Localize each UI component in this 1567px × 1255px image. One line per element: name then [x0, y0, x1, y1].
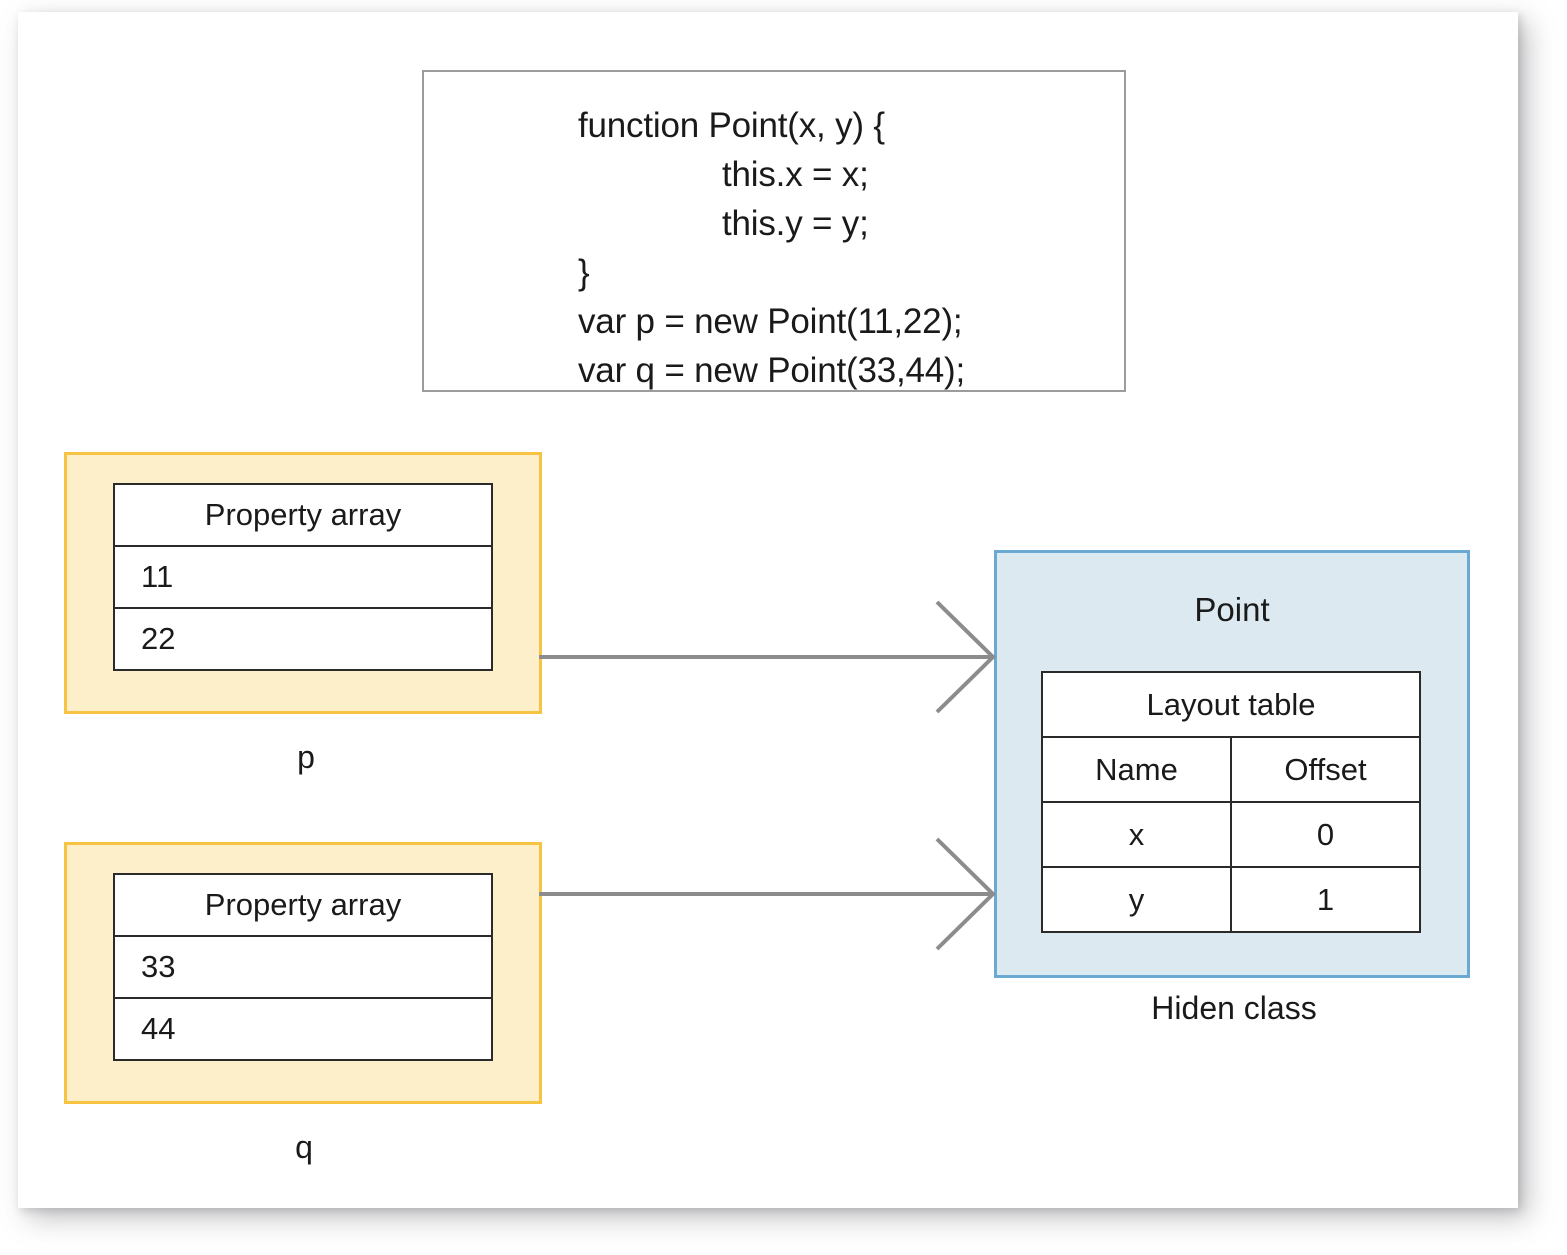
table-row: 33	[113, 935, 493, 999]
hidden-class-box: Point Layout table Name Offset x 0 y 1	[994, 550, 1470, 978]
diagram-canvas: function Point(x, y) { this.x = x; this.…	[18, 12, 1518, 1208]
table-row: Layout table	[1041, 671, 1421, 738]
layout-row-1-offset: 1	[1230, 866, 1421, 933]
object-caption-q: q	[295, 1129, 313, 1165]
property-array-header-q: Property array	[113, 873, 493, 937]
table-row: Property array	[113, 873, 493, 937]
code-line-1: function Point(x, y) {	[578, 106, 885, 145]
property-array-value-1-q: 44	[113, 997, 493, 1061]
code-line-2: this.x = x;	[722, 155, 869, 194]
code-line-6: var q = new Point(33,44);	[578, 351, 966, 390]
code-line-5: var p = new Point(11,22);	[578, 302, 963, 341]
table-row: 11	[113, 545, 493, 609]
property-array-table-p: Property array 11 22	[113, 483, 493, 671]
hidden-class-caption: Hiden class	[1151, 990, 1317, 1026]
property-array-value-0-p: 11	[113, 545, 493, 609]
code-line-4: }	[578, 253, 590, 292]
layout-row-1-name: y	[1041, 866, 1232, 933]
layout-table: Layout table Name Offset x 0 y 1	[1041, 671, 1421, 933]
object-caption-p: p	[297, 739, 315, 775]
table-row: 22	[113, 607, 493, 671]
table-row: Name Offset	[1041, 736, 1421, 803]
table-row: y 1	[1041, 866, 1421, 933]
object-box-q: Property array 33 44	[64, 842, 542, 1104]
table-row: 44	[113, 997, 493, 1061]
property-array-value-1-p: 22	[113, 607, 493, 671]
connector-q-to-hidden-class	[539, 837, 996, 951]
layout-table-col-offset: Offset	[1230, 736, 1421, 803]
layout-table-header: Layout table	[1041, 671, 1421, 738]
connector-p-to-hidden-class	[539, 600, 996, 714]
layout-row-0-name: x	[1041, 801, 1232, 868]
layout-table-col-name: Name	[1041, 736, 1232, 803]
code-line-3: this.y = y;	[722, 204, 869, 243]
code-block: function Point(x, y) { this.x = x; this.…	[422, 70, 1126, 392]
property-array-table-q: Property array 33 44	[113, 873, 493, 1061]
property-array-header-p: Property array	[113, 483, 493, 547]
layout-row-0-offset: 0	[1230, 801, 1421, 868]
object-box-p: Property array 11 22	[64, 452, 542, 714]
property-array-value-0-q: 33	[113, 935, 493, 999]
table-row: Property array	[113, 483, 493, 547]
hidden-class-title: Point	[1194, 591, 1270, 628]
table-row: x 0	[1041, 801, 1421, 868]
